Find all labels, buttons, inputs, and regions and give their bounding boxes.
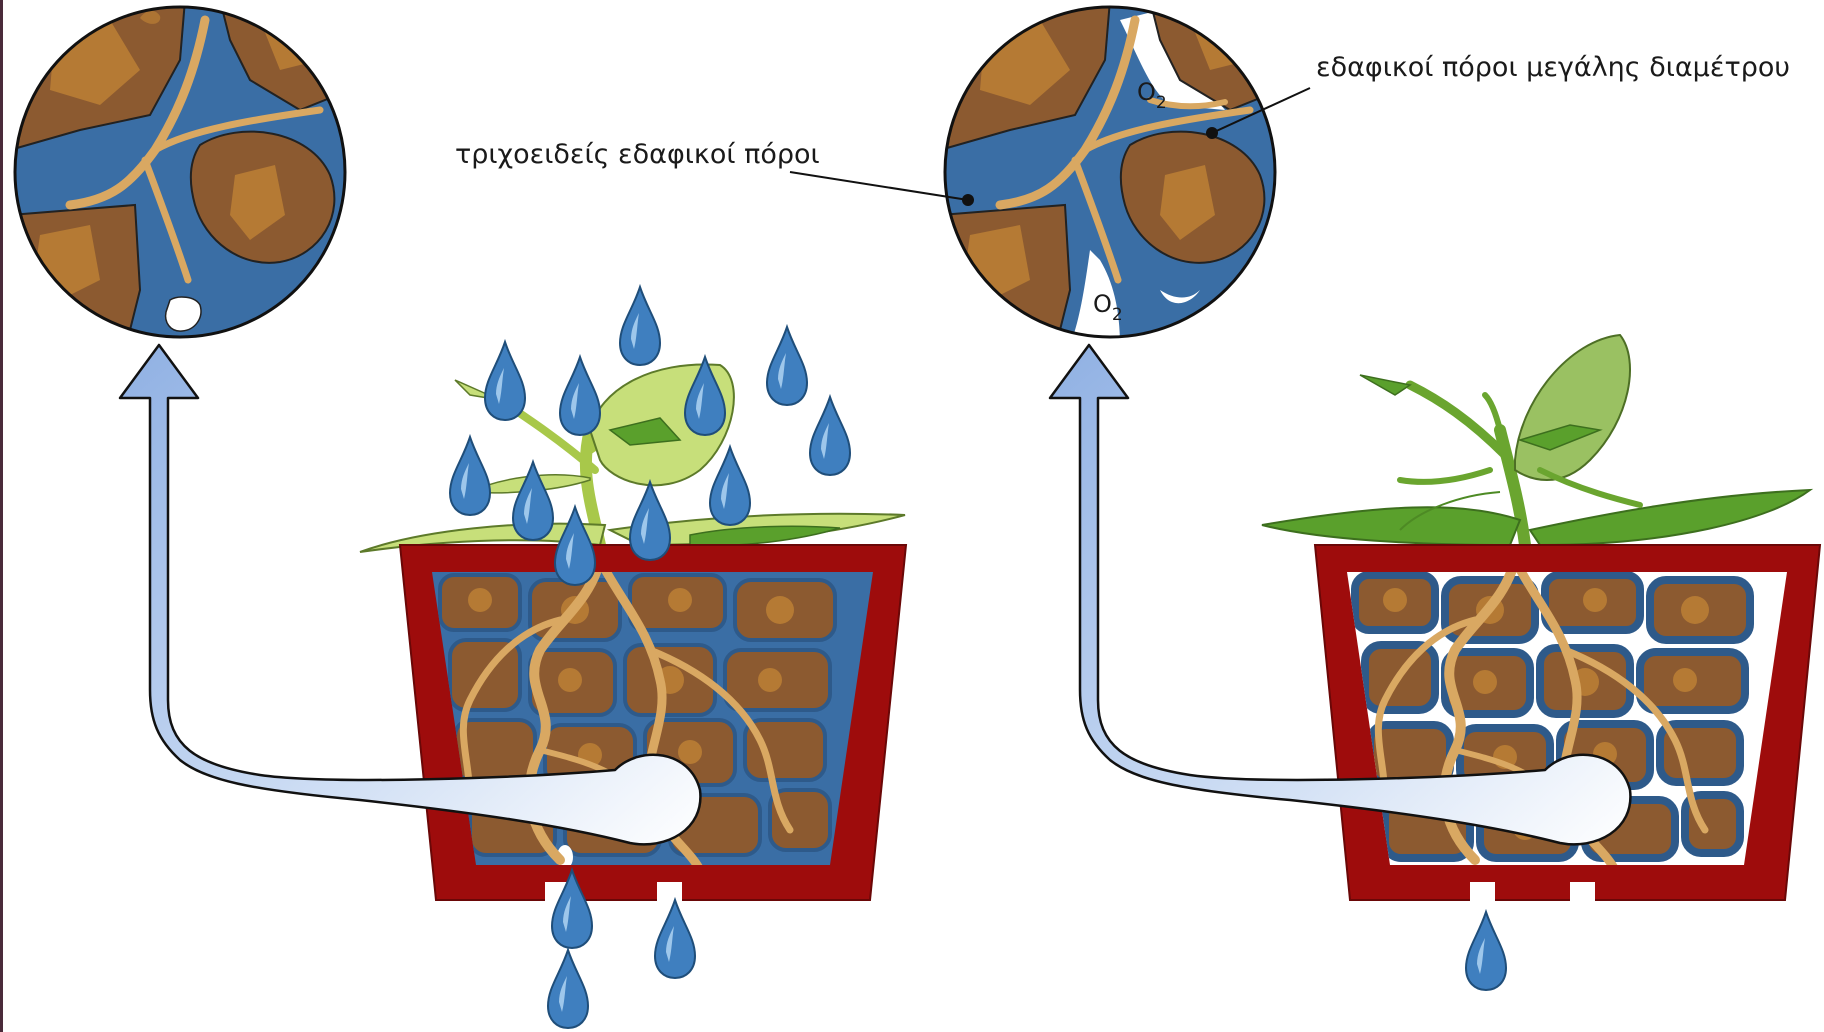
pot-drained <box>1262 335 1820 990</box>
water-drop-icon <box>620 287 660 365</box>
water-drop-icon <box>560 357 600 435</box>
water-drop-icon <box>485 342 525 420</box>
water-drop-icon <box>548 950 588 1028</box>
water-drop-icon <box>767 327 807 405</box>
callout-macropores: εδαφικοί πόροι μεγάλης διαμέτρου <box>1206 52 1790 139</box>
callout-capillary: τριχοειδείς εδαφικοί πόροι <box>455 139 974 206</box>
macro-pores-label: εδαφικοί πόροι μεγάλης διαμέτρου <box>1316 52 1790 83</box>
water-drop-icon <box>450 437 490 515</box>
water-drop-icon <box>655 900 695 978</box>
water-drop-icon <box>630 482 670 560</box>
water-drop-icon <box>513 462 553 540</box>
water-drop-icon <box>710 447 750 525</box>
water-drop-icon <box>1466 912 1506 990</box>
water-drop-icon <box>810 397 850 475</box>
capillary-pores-label: τριχοειδείς εδαφικοί πόροι <box>455 139 820 170</box>
magnified-view-saturated <box>10 0 350 350</box>
magnified-view-drained: O2 O2 <box>940 0 1280 350</box>
pot-saturated <box>360 287 906 1028</box>
green-plant <box>1262 335 1810 545</box>
